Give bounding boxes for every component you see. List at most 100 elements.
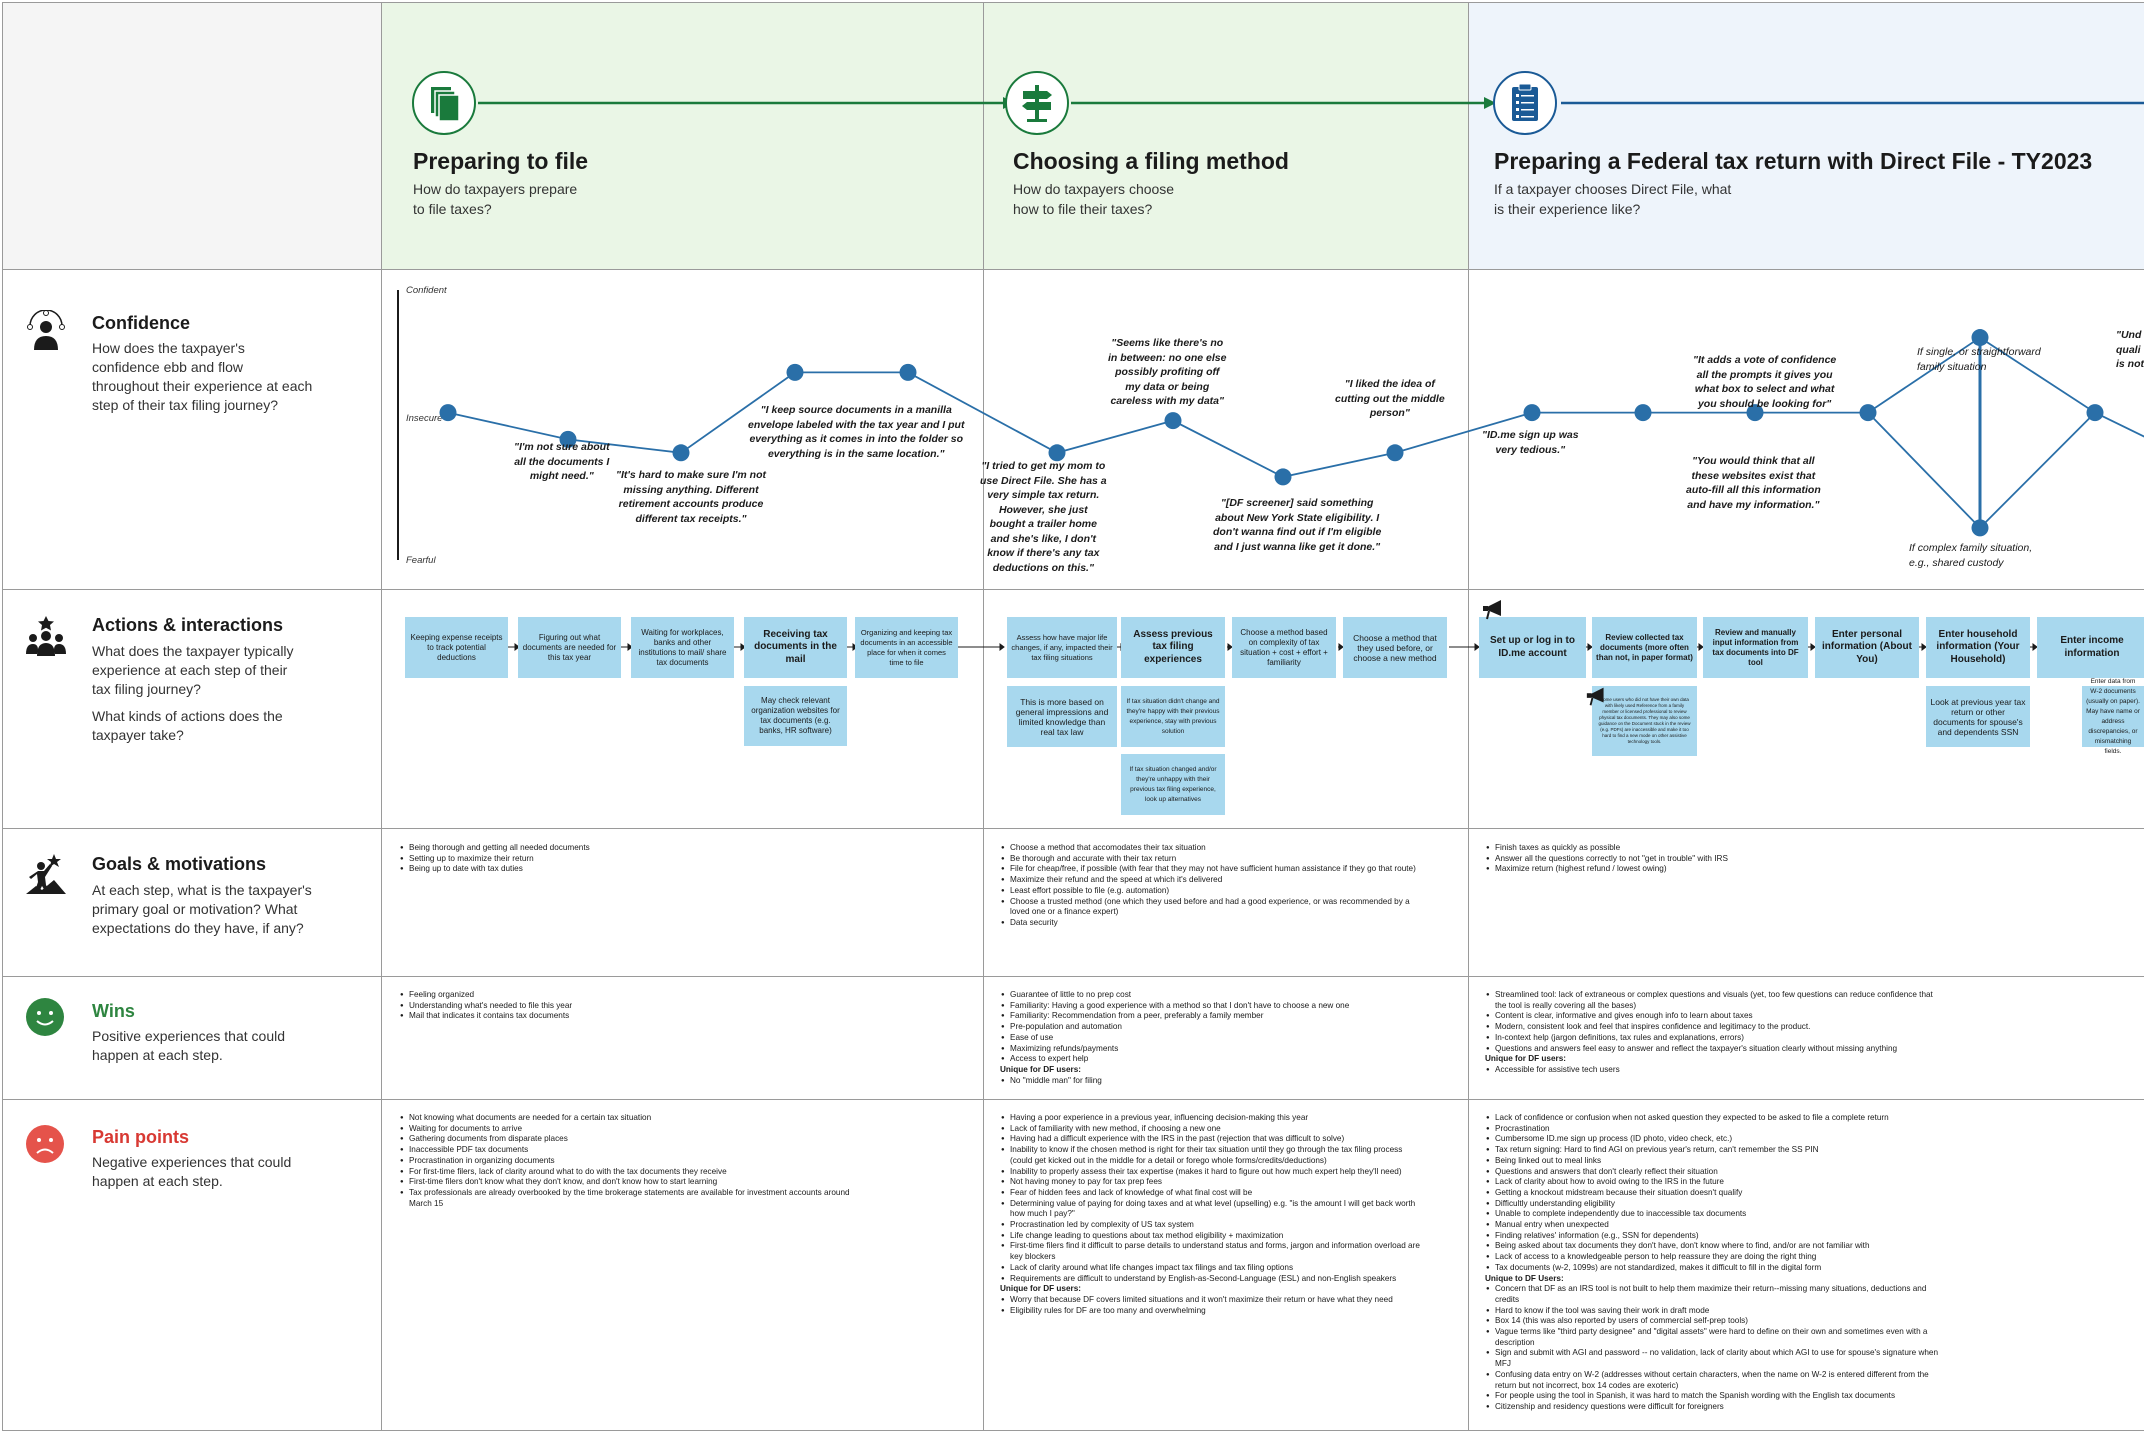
wins-list-phase3: Streamlined tool: lack of extraneous or … <box>1485 990 2144 1076</box>
confidence-point <box>1048 444 1066 462</box>
action-card-11: Review collected tax documents (more oft… <box>1592 617 1697 678</box>
wins-list-phase2: Guarantee of little to no prep costFamil… <box>1000 990 1470 1086</box>
list-item: Having a poor experience in a previous y… <box>1001 1113 1475 1124</box>
list-item: Least effort possible to file (e.g. auto… <box>1001 886 1470 897</box>
signpost-icon <box>1005 71 1069 135</box>
confidence-person-icon <box>24 309 68 359</box>
list-item: Maximize their refund and the speed at w… <box>1001 875 1470 886</box>
list-item: Maximizing refunds/payments <box>1001 1044 1470 1055</box>
list-item: For first-time filers, lack of clarity a… <box>400 1167 984 1178</box>
list-item: Modern, consistent look and feel that in… <box>1486 1022 2144 1033</box>
list-item: credits <box>1495 1294 1520 1304</box>
action-subcard-2: This is more based on general impression… <box>1007 686 1117 747</box>
corner-cell <box>2 2 382 270</box>
list-item: Questions and answers that don't clearly… <box>1486 1167 2144 1178</box>
list-item: Difficultly understanding eligibility <box>1486 1199 2144 1210</box>
confidence-point <box>899 363 917 381</box>
divider-col1 <box>381 269 382 1431</box>
action-card-3: Waiting for workplaces, banks and other … <box>631 617 734 678</box>
list-item: Lack of familiarity with new method, if … <box>1001 1124 1475 1135</box>
list-item: In-context help (jargon definitions, tax… <box>1486 1033 2144 1044</box>
y-label-insecure: Insecure <box>406 413 443 424</box>
quote-9: "It adds a vote of confidence all the pr… <box>1693 354 1837 410</box>
list-item: Procrastination <box>1486 1124 2144 1135</box>
action-subcard-7: Enter data from W-2 documents (usually o… <box>2082 678 2144 755</box>
confidence-point <box>1859 404 1877 422</box>
goals-desc: At each step, what is the taxpayer's pri… <box>92 882 312 936</box>
list-item: Unique for DF users: <box>1000 1284 1081 1294</box>
action-card-5: Organizing and keeping tax documents in … <box>855 617 958 678</box>
list-item: Lack of confidence or confusion when not… <box>1486 1113 2144 1124</box>
action-subcard-5: Some users who did not have their own da… <box>1592 686 1697 756</box>
confidence-point <box>1164 412 1182 430</box>
list-item: (could get kicked out in the middle for … <box>1010 1155 1327 1165</box>
list-item: No "middle man" for filing <box>1001 1076 1470 1087</box>
list-item: Finding relatives' information (e.g., SS… <box>1486 1231 2144 1242</box>
list-item: First-time filers don't know what they d… <box>400 1177 984 1188</box>
sad-face-icon <box>25 1124 65 1169</box>
confidence-series-line <box>447 336 2144 478</box>
list-item: Understanding what's needed to file this… <box>400 1001 979 1012</box>
confidence-point <box>1386 444 1404 462</box>
action-card-8: Choose a method based on complexity of t… <box>1232 617 1336 678</box>
list-item: Tax return signing: Hard to find AGI on … <box>1486 1145 2144 1156</box>
confidence-point <box>1274 468 1292 486</box>
list-item: File for cheap/free, if possible (with f… <box>1001 864 1470 875</box>
list-item: Access to expert help <box>1001 1054 1470 1065</box>
list-item: Life change leading to questions about t… <box>1001 1231 1475 1242</box>
y-label-fearful: Fearful <box>406 555 436 566</box>
quote-5: "Seems like there's no in between: no on… <box>1108 337 1227 407</box>
actions-desc2: What kinds of actions does the taxpayer … <box>92 708 283 743</box>
goals-title: Goals & motivations <box>92 854 267 874</box>
goals-list-phase2: Choose a method that accomodates their t… <box>1000 843 1470 929</box>
confidence-point <box>1746 404 1764 422</box>
confidence-point <box>672 444 690 462</box>
actions-flow-arrows <box>508 643 2038 651</box>
climbing-flag-icon <box>24 852 68 901</box>
confidence-point <box>1971 329 1989 347</box>
list-item: Accessible for assistive tech users <box>1486 1065 2144 1076</box>
confidence-point <box>439 404 457 422</box>
phase2-question: How do taxpayers choose how to file thei… <box>1013 181 1175 217</box>
list-item: Choose a trusted method (one which they … <box>1001 897 1470 908</box>
list-item: Sign and submit with AGI and password --… <box>1486 1348 2144 1359</box>
row-confidence <box>2 269 2144 590</box>
pains-desc: Negative experiences that could happen a… <box>92 1154 292 1189</box>
phase1-header <box>381 2 984 270</box>
action-card-2: Figuring out what documents are needed f… <box>518 617 621 678</box>
wins-title: Wins <box>92 1001 135 1021</box>
list-item: Familiarity: Recommendation from a peer,… <box>1001 1011 1470 1022</box>
list-item: Lack of clarity about how to avoid owing… <box>1486 1177 2144 1188</box>
list-item: Cumbersome ID.me sign up process (ID pho… <box>1486 1134 2144 1145</box>
megaphone-icon <box>1481 597 1509 626</box>
list-item: Vague terms like "third party designee" … <box>1486 1327 2144 1338</box>
list-item: Getting a knockout midstream because the… <box>1486 1188 2144 1199</box>
goals-list-phase1: Being thorough and getting all needed do… <box>399 843 979 875</box>
list-item: Unique for DF users: <box>1000 1064 1081 1074</box>
list-item: Tax documents (w-2, 1099s) are not stand… <box>1486 1263 2144 1274</box>
list-item: Being thorough and getting all needed do… <box>400 843 979 854</box>
list-item: Setting up to maximize their return <box>400 854 979 865</box>
list-item: Hard to know if the tool was saving thei… <box>1486 1306 2144 1317</box>
list-item: key blockers <box>1010 1252 1056 1262</box>
phase1-question: How do taxpayers prepare to file taxes? <box>413 181 578 217</box>
action-subcard-4: If tax situation changed and/or they're … <box>1121 754 1225 815</box>
row-pains <box>2 1099 2144 1431</box>
list-item: Waiting for documents to arrive <box>400 1124 984 1135</box>
list-item: Pre-population and automation <box>1001 1022 1470 1033</box>
actions-title: Actions & interactions <box>92 615 284 635</box>
list-item: Choose a method that accomodates their t… <box>1001 843 1470 854</box>
list-item: Confusing data entry on W-2 (addresses w… <box>1486 1370 2144 1381</box>
action-card-6: Assess how have major life changes, if a… <box>1007 617 1117 678</box>
branch-label-high: If single, or straightforward family sit… <box>1917 346 2041 373</box>
phase2-header <box>983 2 1469 270</box>
pains-list-phase2: Having a poor experience in a previous y… <box>1000 1113 1475 1316</box>
list-item: Unique for DF users: <box>1485 1054 1566 1064</box>
list-item: Procrastination in organizing documents <box>400 1156 984 1167</box>
quote-6: "[DF screener] said something about New … <box>1213 497 1382 553</box>
list-item: Data security <box>1001 918 1470 929</box>
action-subcard-3: If tax situation didn't change and they'… <box>1121 686 1225 747</box>
actions-desc: What does the taxpayer typically experie… <box>92 643 294 697</box>
pains-title: Pain points <box>92 1127 190 1147</box>
action-card-7: Assess previous tax filing experiences <box>1121 617 1225 678</box>
